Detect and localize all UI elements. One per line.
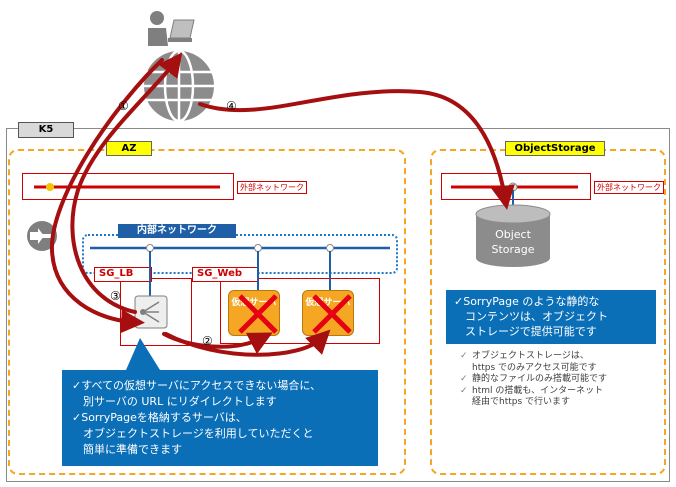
note-text-5: 経由でhttps で行います: [472, 397, 571, 407]
cross-icon: [312, 294, 352, 334]
external-network-right-node: [508, 182, 518, 192]
check-icon: ✓: [460, 385, 468, 396]
object-storage-icon: Object Storage: [475, 204, 551, 267]
virtual-server-1-label: 仮想サーバ: [231, 298, 277, 308]
k5-region: [6, 128, 670, 482]
internal-network-label: 内部ネットワーク: [118, 224, 236, 238]
main-callout: ✓すべての仮想サーバにアクセスできない場合に、 別サーバの URL にリダイレク…: [62, 370, 378, 466]
k5-label: K5: [18, 122, 74, 138]
main-callout-line-2: 別サーバの URL にリダイレクトします: [72, 395, 277, 408]
storage-callout-line-2: コンテンツは、オブジェクト: [454, 310, 608, 323]
note-text-3: 静的なファイルのみ搭載可能です: [472, 374, 608, 384]
external-network-left-label: 外部ネットワーク: [237, 181, 307, 194]
main-callout-line-4: オブジェクトストレージを利用していただくと: [72, 427, 314, 440]
note-item: ✓ 静的なファイルのみ搭載可能です: [458, 374, 658, 386]
external-network-left: [22, 173, 234, 200]
note-item: 経由でhttps で行います: [458, 397, 658, 409]
user-icon: [148, 11, 195, 46]
step-1-label: ①: [118, 99, 129, 113]
storage-label-2: Storage: [491, 243, 534, 256]
az-label: AZ: [106, 141, 152, 156]
virtual-server-2-label: 仮想サーバ: [305, 298, 351, 308]
note-text-1: オブジェクトストレージは、: [472, 351, 589, 361]
check-icon: ✓: [460, 374, 468, 384]
az-region: [8, 149, 406, 475]
step-2-label: ②: [202, 334, 213, 348]
step-4-label: ④: [226, 99, 237, 113]
external-network-right-label: 外部ネットワーク: [594, 181, 664, 194]
arrow-step-4: [198, 89, 515, 210]
note-text-4: html の搭載も、インターネット: [472, 385, 604, 396]
callout-pointer: [126, 338, 160, 370]
storage-callout-line-1: ✓SorryPage のような静的な: [454, 295, 600, 308]
note-text-2: https でのみアクセス可能です: [472, 362, 597, 373]
main-callout-line-1: ✓すべての仮想サーバにアクセスできない場合に、: [72, 379, 322, 392]
note-item: https でのみアクセス可能です: [458, 363, 658, 375]
load-balancer-icon: [134, 295, 168, 329]
sg-web-box: [220, 278, 380, 344]
storage-label-1: Object: [495, 228, 532, 241]
cross-icon: [238, 294, 278, 334]
internal-node-web1: [254, 244, 262, 252]
sg-lb-label: SG_LB: [94, 267, 152, 282]
arrow-step-2b: [164, 329, 331, 357]
arrow-step-3: [70, 52, 183, 314]
check-icon: ✓: [460, 351, 468, 361]
internal-node-lb: [146, 244, 154, 252]
router-icon: [27, 221, 57, 251]
main-callout-line-5: 簡単に準備できます: [72, 443, 182, 456]
objectstorage-label: ObjectStorage: [505, 141, 605, 156]
step-3-label: ③: [110, 289, 121, 303]
main-callout-line-3: ✓SorryPageを格納するサーバは、: [72, 411, 247, 424]
external-network-right: [441, 173, 591, 200]
note-item: ✓ オブジェクトストレージは、: [458, 351, 658, 363]
internal-node-web2: [326, 244, 334, 252]
storage-notes: ✓ オブジェクトストレージは、 https でのみアクセス可能です ✓ 静的なファイ…: [458, 351, 658, 409]
arrow-step-1: [49, 58, 164, 334]
external-network-left-node: [46, 183, 54, 191]
storage-callout: ✓SorryPage のような静的な コンテンツは、オブジェクト ストレージで提…: [446, 290, 656, 344]
note-item: ✓ html の搭載も、インターネット: [458, 386, 658, 398]
storage-callout-line-3: ストレージで提供可能です: [454, 325, 597, 338]
